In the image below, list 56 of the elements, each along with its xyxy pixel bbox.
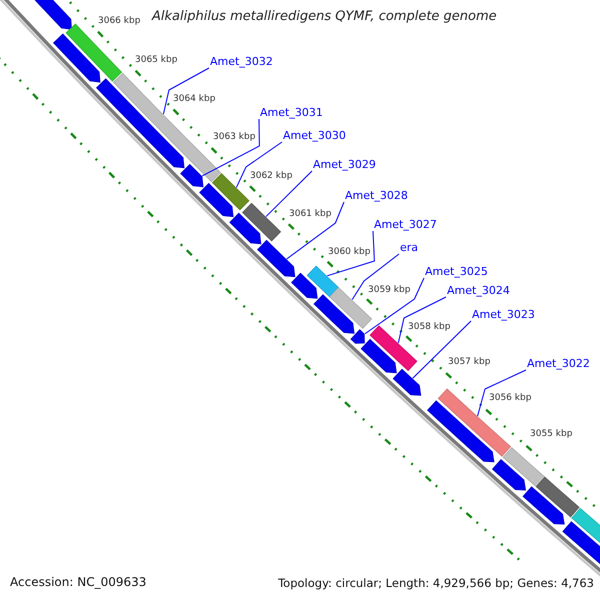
gene-block [522,486,565,524]
gene-block [536,476,580,518]
gene-label: Amet_3032 [210,55,273,68]
gene-block [66,23,122,82]
gene-label: Amet_3025 [425,265,488,278]
leader-line [266,170,312,218]
gene-label: Amet_3027 [374,218,437,231]
leader-line [352,254,400,300]
leader-line [286,202,344,260]
scale-label: 3062 kbp [250,171,292,181]
gene-block [229,212,262,244]
gene-label: Amet_3022 [527,357,590,370]
scale-label: 3058 kbp [408,322,450,332]
gene-block [212,173,250,210]
gene-block [360,338,397,374]
gene-block [426,400,494,462]
leader-line [477,370,526,416]
scale-label: 3061 kbp [289,209,332,219]
scale-label: 3055 kbp [530,429,572,439]
title: Alkaliphilus metalliredigens QYMF, complete genome [152,9,497,24]
gene-block [199,182,234,218]
leader-line [236,142,282,188]
gene-block [291,272,318,299]
leader-line [326,230,375,276]
scale-label: 3063 kbp [213,132,256,142]
scale-label: 3057 kbp [448,357,490,367]
gene-label: Amet_3028 [345,189,408,202]
scale-label: 3056 kbp [489,393,532,403]
leader-line [412,320,472,379]
scale-label: 3064 kbp [173,94,216,104]
gene-block [242,202,282,242]
gene-label: Amet_3023 [472,308,535,321]
gene-label: Amet_3031 [260,106,323,119]
gene-block [438,388,512,457]
scale-label: 3065 kbp [135,55,178,65]
leader-line [162,68,210,115]
gene-label: Amet_3029 [313,158,376,171]
scale-label: 3059 kbp [368,285,410,295]
gene-block [180,164,204,188]
genome-stats-text: Topology: circular; Length: 4,929,566 bp; Genes: 4,763 [278,576,594,590]
gene-block [313,294,355,334]
gene-block [257,240,296,278]
accession-text: Accession: NC_009633 [10,575,146,589]
gene-block [392,368,422,396]
leader-line [398,296,446,344]
scale-label: 3066 kbp [98,16,140,26]
scale-label: 3060 kbp [328,247,370,257]
gene-label: Amet_3030 [283,129,346,142]
gene-label: era [400,241,418,254]
gene-block [492,459,526,490]
gene-block [53,33,100,83]
gene-label: Amet_3024 [447,284,510,297]
leader-line [202,118,260,176]
gene-block [502,447,546,488]
leader-line [364,278,424,334]
gene-block [306,266,339,298]
